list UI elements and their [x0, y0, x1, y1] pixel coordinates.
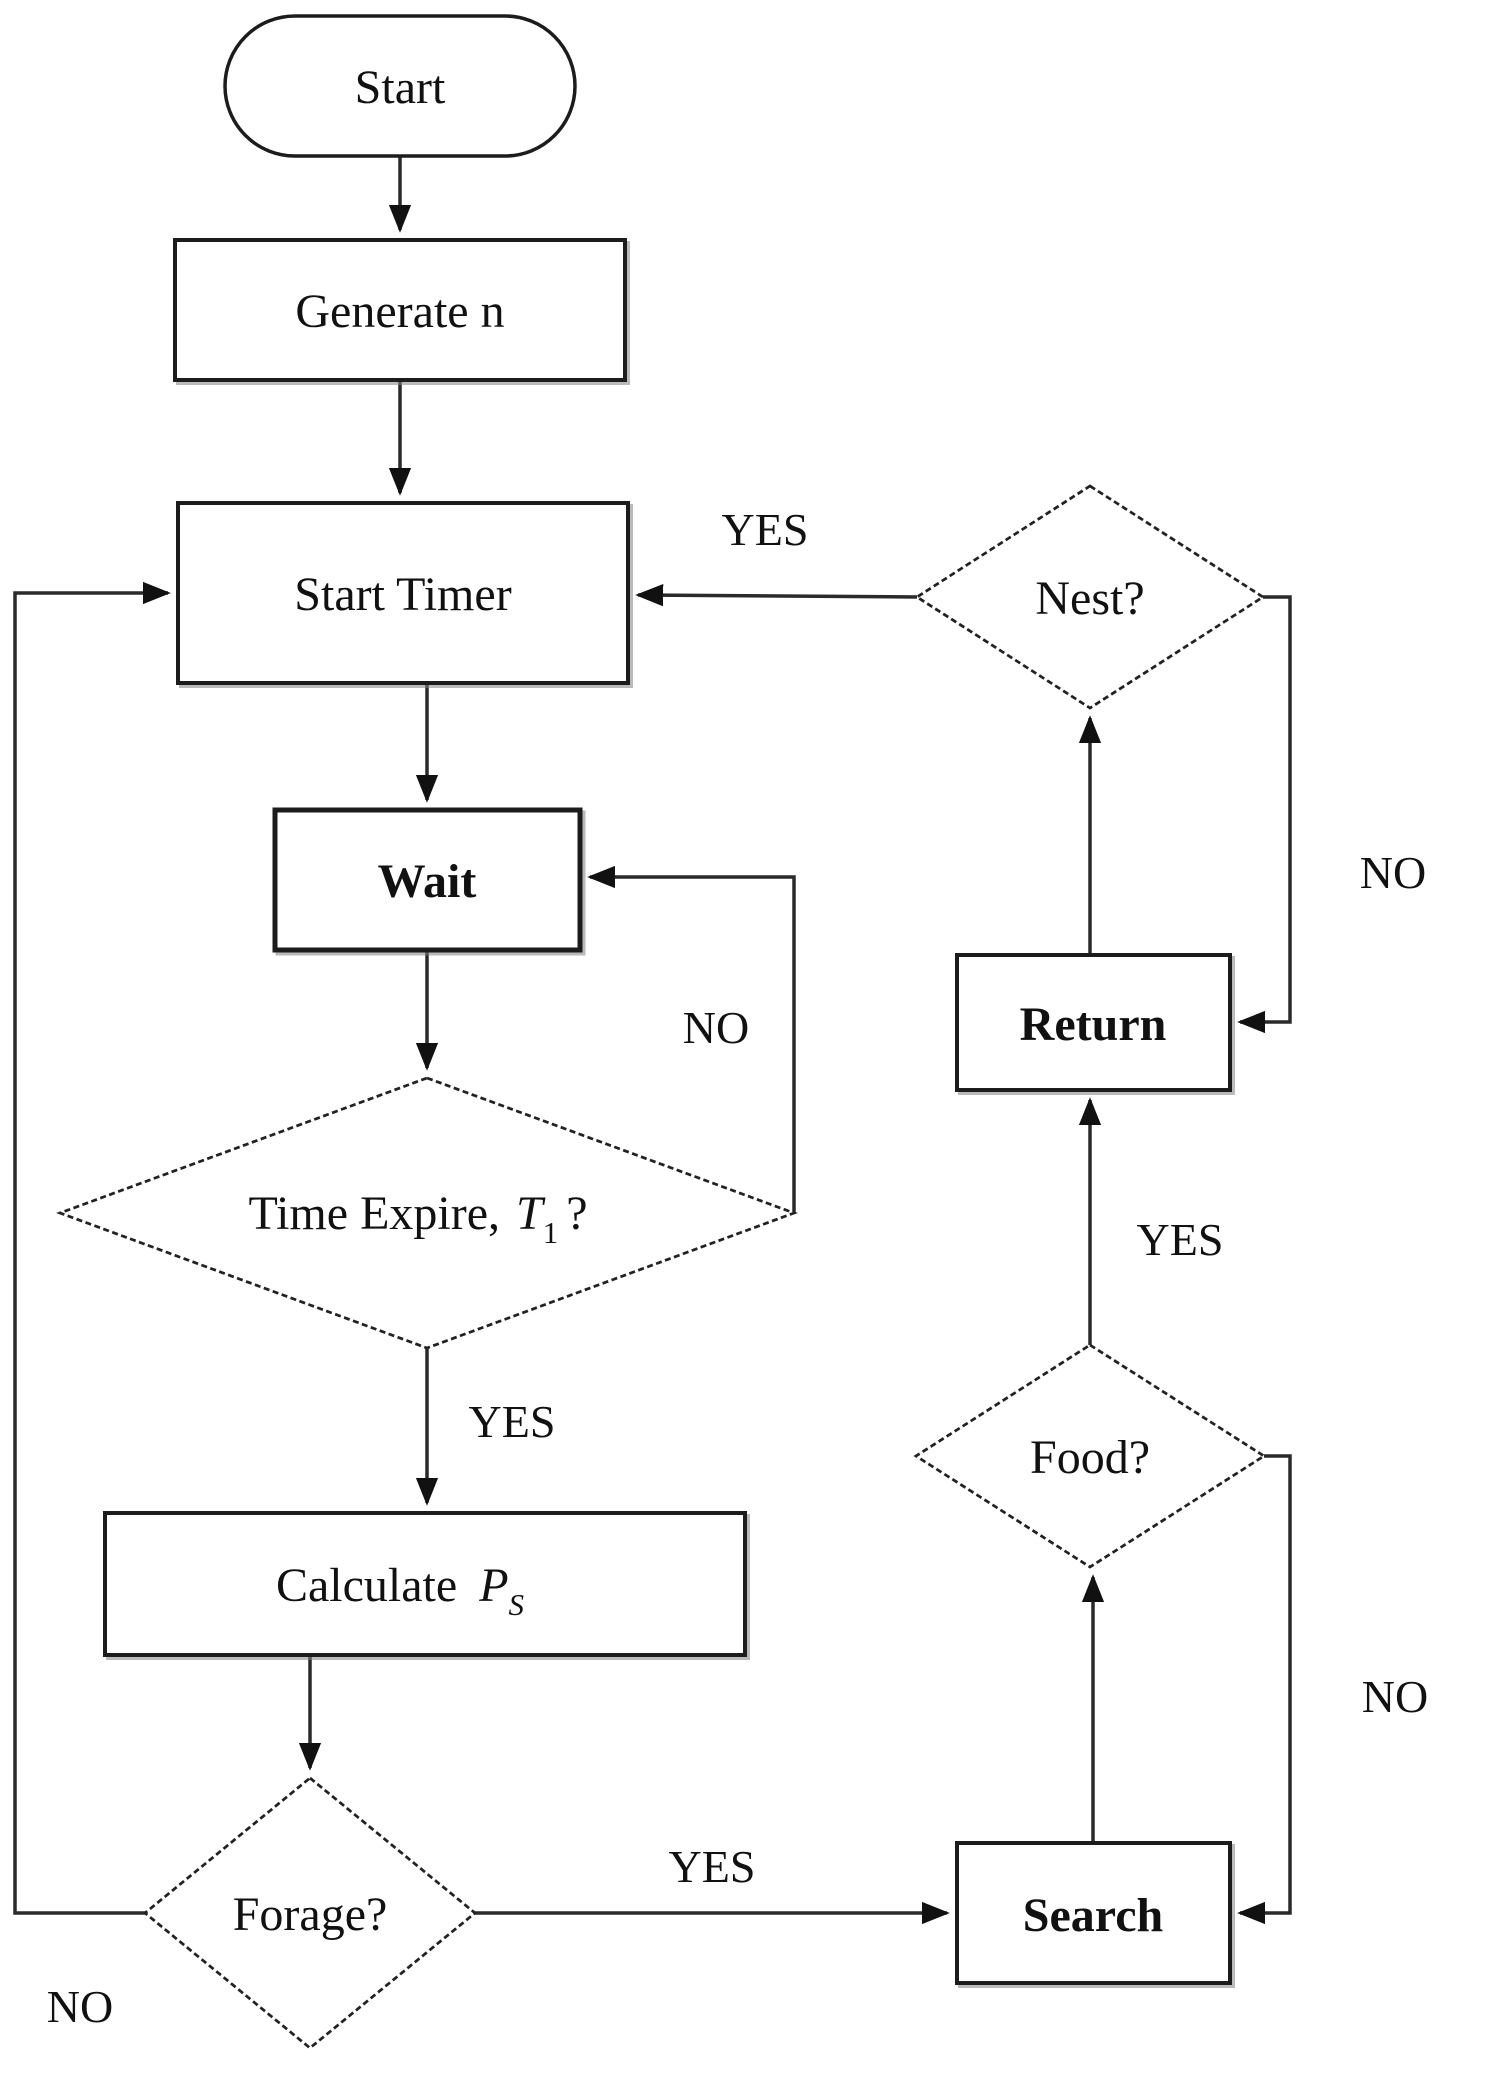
- edge-label-food-no: NO: [1362, 1671, 1428, 1722]
- nest-label: Nest?: [1035, 572, 1144, 625]
- edge-timeexpire-no-loop-to-wait: [587, 865, 796, 1213]
- node-generate-n: Generate n: [173, 238, 627, 382]
- start-terminator-shape: [223, 14, 577, 158]
- start-timer-label: Start Timer: [294, 568, 511, 621]
- food-diamond-shape: [913, 1343, 1267, 1569]
- node-time-expire: Time Expire, T1?: [56, 1076, 798, 1350]
- time-expire-label-suffix: ?: [566, 1187, 587, 1240]
- edge-forage-no-loop-to-timer: [13, 581, 171, 1915]
- wait-label: Wait: [378, 855, 477, 908]
- calculate-ps-label-sub: S: [509, 1587, 525, 1622]
- start-label: Start: [355, 61, 446, 114]
- generate-n-label: Generate n: [295, 285, 504, 338]
- wait-shape: [272, 807, 583, 953]
- node-start-timer: Start Timer: [176, 501, 630, 685]
- edge-label-nest-yes: YES: [722, 504, 809, 555]
- node-start: Start: [223, 14, 577, 158]
- return-label: Return: [1020, 998, 1167, 1051]
- edge-label-time-expire-yes: YES: [469, 1396, 556, 1447]
- time-expire-label: Time Expire, T1?: [248, 1187, 587, 1250]
- calculate-ps-shape: [103, 1511, 747, 1657]
- calculate-ps-label-var: P: [478, 1559, 508, 1612]
- node-return: Return: [955, 953, 1232, 1092]
- edge-label-food-yes: YES: [1137, 1214, 1224, 1265]
- calculate-ps-label: Calculate PS: [276, 1559, 524, 1622]
- nest-diamond-shape: [914, 484, 1266, 710]
- edge-food-no-to-search: [1237, 1454, 1292, 1925]
- node-search: Search: [955, 1841, 1232, 1985]
- edge-label-forage-yes: YES: [669, 1841, 756, 1892]
- forage-diamond-shape: [142, 1776, 478, 2050]
- start-timer-shape: [176, 501, 630, 685]
- time-expire-diamond-shape: [56, 1076, 798, 1350]
- edge-nest-no-to-return: [1237, 595, 1292, 1034]
- calculate-ps-label-prefix: Calculate: [276, 1559, 457, 1612]
- node-forage: Forage?: [142, 1776, 478, 2050]
- time-expire-label-prefix: Time Expire,: [248, 1187, 500, 1240]
- time-expire-label-sub: 1: [543, 1215, 559, 1250]
- return-shape: [955, 953, 1232, 1092]
- time-expire-label-var: T: [516, 1187, 546, 1240]
- forage-label: Forage?: [233, 1888, 388, 1941]
- node-nest: Nest?: [914, 484, 1266, 710]
- edge-label-forage-no: NO: [47, 1981, 113, 2032]
- node-wait: Wait: [272, 807, 583, 953]
- generate-n-shape: [173, 238, 627, 382]
- search-shape: [955, 1841, 1232, 1985]
- edge-label-time-expire-no: NO: [683, 1002, 749, 1053]
- edge-label-nest-no: NO: [1360, 847, 1426, 898]
- food-label: Food?: [1030, 1431, 1150, 1484]
- node-food: Food?: [913, 1343, 1267, 1569]
- node-calculate-ps: Calculate PS: [103, 1511, 747, 1657]
- search-label: Search: [1023, 1889, 1163, 1942]
- edge-nest-yes-to-timer: [635, 583, 918, 607]
